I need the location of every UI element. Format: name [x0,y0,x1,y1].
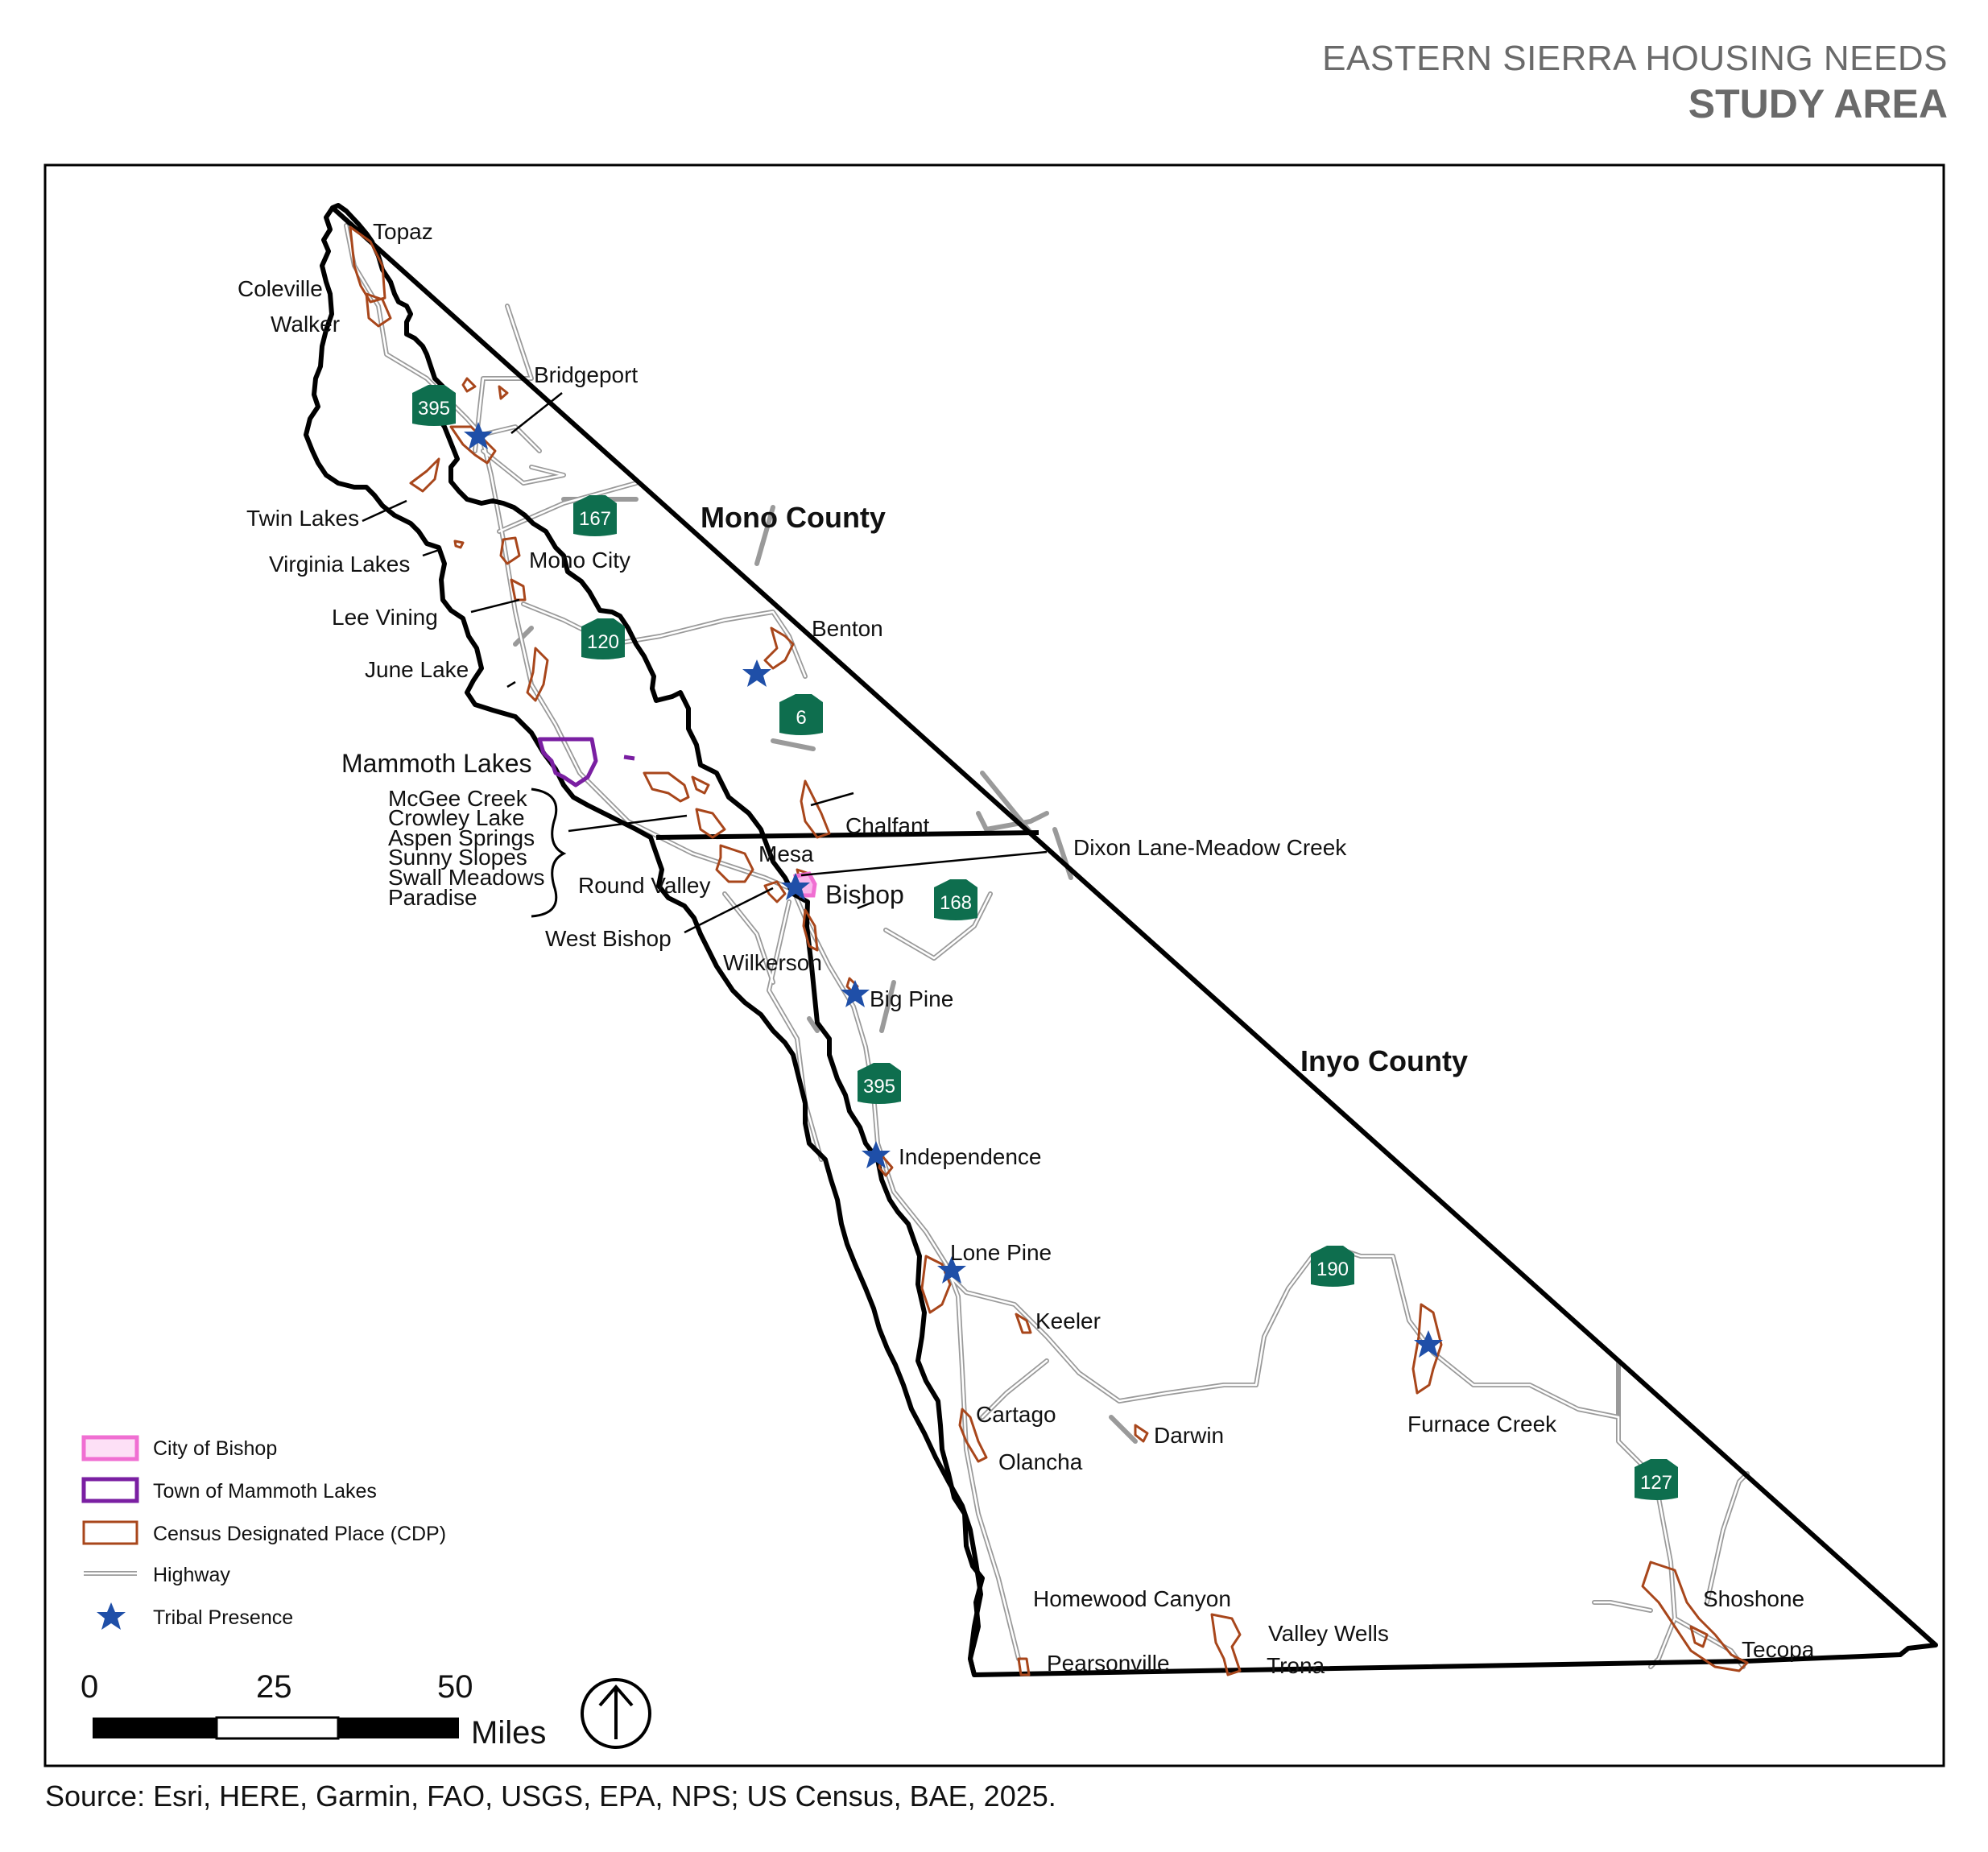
map-title-line1: EASTERN SIERRA HOUSING NEEDS [1322,39,1948,78]
shield-167-label: 167 [579,508,611,530]
north-arrow-icon [581,1678,651,1749]
state-boundary [304,206,983,1676]
mono-county-label: Mono County [701,501,886,534]
legend-swatch-cdp [82,1520,138,1545]
inyo-county-label: Inyo County [1300,1044,1468,1077]
shield-395-north-label: 395 [418,398,450,420]
label-chalfant: Chalfant [845,813,930,838]
scale-tick-25: 25 [256,1669,292,1705]
place-labels: Topaz Coleville Walker Bridgeport Twin L… [238,219,1815,1678]
legend-label-bishop: City of Bishop [153,1437,277,1460]
label-virginia-lakes: Virginia Lakes [269,552,410,577]
label-topaz: Topaz [373,219,433,244]
label-west-bishop: West Bishop [545,926,672,951]
label-mammoth-lakes: Mammoth Lakes [341,749,532,778]
label-tecopa: Tecopa [1742,1637,1815,1662]
shield-127-label: 127 [1640,1472,1672,1494]
label-keeler: Keeler [1035,1308,1101,1333]
scale-tick-0: 0 [81,1669,98,1705]
leader-lines [362,392,1048,934]
label-lee-vining: Lee Vining [332,605,438,630]
legend-label-tribal: Tribal Presence [153,1606,293,1629]
label-benton: Benton [812,616,883,641]
shield-120: 120 [581,618,625,659]
label-valley-wells: Valley Wells [1268,1621,1389,1646]
label-dixon-lane: Dixon Lane-Meadow Creek [1073,835,1347,860]
shield-6: 6 [779,694,823,735]
shield-395-north: 395 [412,385,456,426]
label-homewood-canyon: Homewood Canyon [1033,1586,1231,1611]
label-mesa: Mesa [758,841,814,866]
shield-167: 167 [573,495,617,536]
legend-swatch-bishop [81,1435,139,1461]
map-frame [43,163,1945,1767]
label-paradise: Paradise [388,885,477,910]
shield-120-label: 120 [587,631,619,653]
label-round-valley: Round Valley [578,873,710,898]
label-independence: Independence [899,1144,1042,1169]
scale-unit: Miles [471,1715,546,1751]
shield-6-label: 6 [796,707,806,729]
shield-395-south-label: 395 [863,1076,895,1098]
shield-190-label: 190 [1316,1259,1349,1280]
label-darwin: Darwin [1154,1423,1224,1448]
legend-swatch-mammoth [81,1477,139,1503]
county-boundaries [330,203,1938,1677]
label-twin-lakes: Twin Lakes [246,506,359,531]
label-aspen-springs: Aspen Springs [388,825,535,850]
label-wilkerson: Wilkerson [723,950,822,975]
label-bishop: Bishop [825,880,904,909]
place-group-brace [531,788,567,918]
shield-127: 127 [1635,1459,1678,1500]
label-furnace-creek: Furnace Creek [1407,1412,1557,1437]
label-swall-meadows: Swall Meadows [388,865,545,890]
scale-tick-50: 50 [437,1669,473,1705]
label-shoshone: Shoshone [1703,1586,1804,1611]
legend-swatch-tribal [97,1602,126,1630]
mammoth-lakes-boundary [537,737,598,788]
map-legend: City of Bishop Town of Mammoth Lakes Cen… [81,1435,446,1630]
label-big-pine: Big Pine [870,986,953,1011]
label-crowley-lake: Crowley Lake [388,805,525,830]
label-mono-city: Mono City [529,548,630,573]
legend-label-cdp: Census Designated Place (CDP) [153,1523,446,1545]
label-pearsonville: Pearsonville [1047,1651,1170,1676]
highway-shields: 395 167 120 6 168 395 190 127 [412,385,1678,1500]
shield-190: 190 [1311,1246,1354,1287]
label-june-lake: June Lake [365,657,469,682]
label-coleville: Coleville [238,276,323,301]
label-bridgeport: Bridgeport [534,362,638,387]
shield-395-south: 395 [858,1063,901,1104]
shield-168-label: 168 [940,892,972,914]
label-mcgee-creek: McGee Creek [388,786,528,811]
scale-bar: 0 25 50 Miles [81,1669,546,1751]
legend-label-highway: Highway [153,1564,230,1586]
shield-168: 168 [934,879,977,920]
label-trona: Trona [1267,1653,1325,1678]
label-lone-pine: Lone Pine [950,1240,1052,1265]
label-cartago: Cartago [976,1402,1056,1427]
label-sunny-slopes: Sunny Slopes [388,845,527,870]
label-walker: Walker [271,312,340,337]
legend-label-mammoth: Town of Mammoth Lakes [153,1480,377,1503]
label-olancha: Olancha [998,1449,1083,1474]
map-title-line2: STUDY AREA [1688,81,1948,126]
source-credit: Source: Esri, HERE, Garmin, FAO, USGS, E… [45,1780,1056,1813]
highway-network [344,223,1750,1669]
